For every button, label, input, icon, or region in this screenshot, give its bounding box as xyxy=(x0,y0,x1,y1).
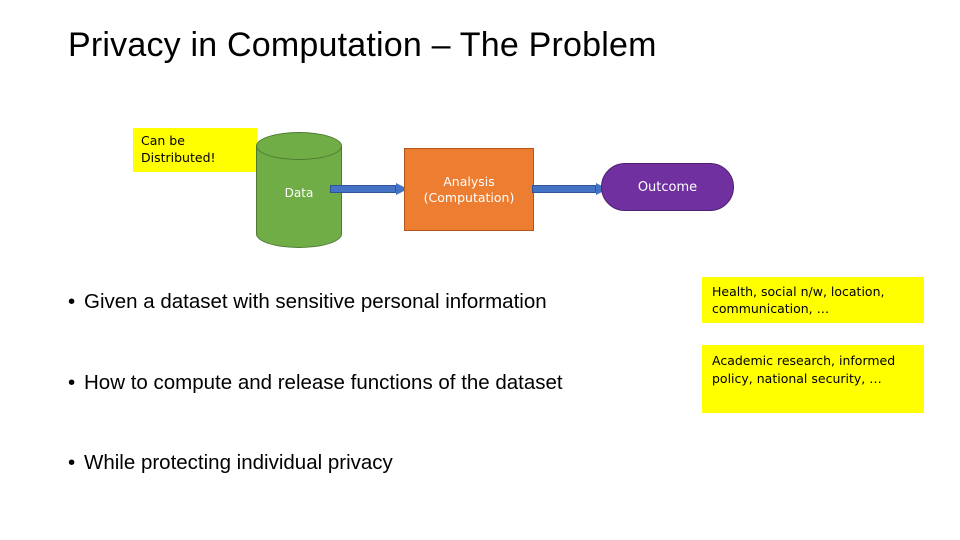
bullet-text: Given a dataset with sensitive personal … xyxy=(84,290,547,313)
outcome-box: Outcome xyxy=(601,163,734,211)
note-academic-examples: Academic research, informed policy, nati… xyxy=(702,345,924,413)
bullet-text: While protecting individual privacy xyxy=(84,451,393,474)
cylinder-body xyxy=(256,146,342,234)
data-label: Data xyxy=(284,186,314,200)
process-diagram: Can be Distributed! Data Analysis (Compu… xyxy=(133,128,734,248)
outcome-label: Outcome xyxy=(637,179,698,195)
page-title: Privacy in Computation – The Problem xyxy=(68,26,657,64)
bullet-item: • How to compute and release functions of… xyxy=(68,371,563,395)
analysis-label-line1: Analysis xyxy=(443,173,495,189)
arrow-analysis-to-outcome xyxy=(532,183,608,195)
bullet-text: How to compute and release functions of … xyxy=(84,371,563,394)
note-health-examples: Health, social n/w, location, communicat… xyxy=(702,277,924,323)
bullet-item: • Given a dataset with sensitive personal… xyxy=(68,290,547,314)
bullet-marker: • xyxy=(68,451,76,474)
data-cylinder-shape: Data xyxy=(256,132,342,248)
analysis-label-line2: (Computation) xyxy=(423,189,515,205)
arrow-shaft xyxy=(532,185,596,193)
bullet-marker: • xyxy=(68,371,76,394)
callout-can-be-distributed: Can be Distributed! xyxy=(133,128,257,172)
cylinder-top-ellipse xyxy=(256,132,342,160)
arrow-shaft xyxy=(330,185,396,193)
bullet-item: • While protecting individual privacy xyxy=(68,451,393,475)
analysis-box: Analysis (Computation) xyxy=(404,148,534,231)
bullet-marker: • xyxy=(68,290,76,313)
